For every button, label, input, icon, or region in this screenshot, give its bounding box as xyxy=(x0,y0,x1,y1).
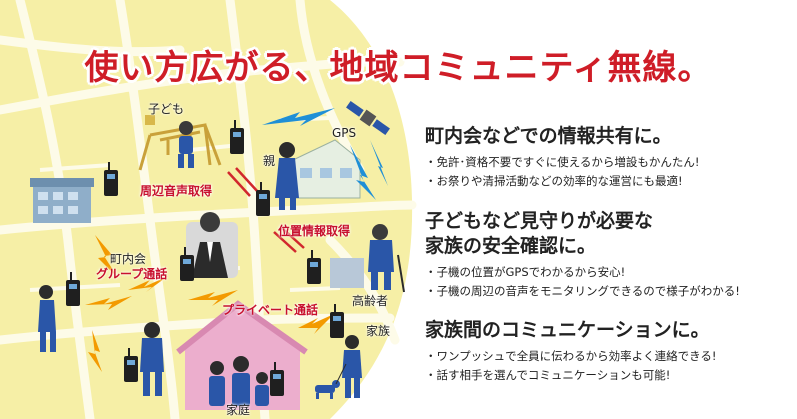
section-family-communication: 家族間のコミュニケーションに。 ワンプッシュで全員に伝わるから効率よく連絡できる… xyxy=(425,318,717,385)
label-family: 家族 xyxy=(366,324,391,338)
section-heading: 家族間のコミュニケーションに。 xyxy=(425,319,710,341)
bullet-item: 子機の位置がGPSでわかるから安心! xyxy=(425,263,740,282)
signal-bolts-orange xyxy=(85,235,334,372)
bullet-item: 話す相手を選んでコミュニケーションも可能! xyxy=(425,366,717,385)
parent-figure xyxy=(275,142,299,210)
section-safety-check: 子どもなど見守りが必要な 家族の安全確認に。 子機の位置がGPSでわかるから安心… xyxy=(425,209,740,301)
bullet-item: 免許･資格不要ですぐに使えるから増設もかんたん! xyxy=(425,153,700,172)
section-heading-line2: 家族の安全確認に。 xyxy=(425,235,597,257)
satellite-icon xyxy=(346,100,390,136)
community-building xyxy=(30,178,94,223)
bullet-item: 子機の周辺の音声をモニタリングできるので様子がわかる! xyxy=(425,282,740,301)
label-child: 子ども xyxy=(148,102,185,116)
dog-leash xyxy=(335,363,347,385)
child-figure xyxy=(178,121,194,168)
bullet-item: ワンプッシュで全員に伝わるから効率よく連絡できる! xyxy=(425,347,717,366)
walking-woman-figure xyxy=(38,285,56,352)
label-ambient-audio: 周辺音声取得 xyxy=(140,184,213,198)
section-heading: 町内会などでの情報共有に。 xyxy=(425,125,672,147)
playground-flag xyxy=(145,115,155,125)
page-title: 使い方広がる、地域コミュニティ無線。 xyxy=(84,48,713,88)
section-heading-line1: 子どもなど見守りが必要な xyxy=(425,210,654,232)
leader-figure xyxy=(186,212,238,278)
label-parent: 親 xyxy=(263,154,276,168)
section-info-sharing: 町内会などでの情報共有に。 免許･資格不要ですぐに使えるから増設もかんたん! お… xyxy=(425,124,700,191)
radio-screens xyxy=(69,132,341,379)
label-household: 家庭 xyxy=(226,403,251,417)
label-group-call: グループ通話 xyxy=(96,267,168,281)
label-neighborhood-assoc: 町内会 xyxy=(110,252,147,266)
signal-bolts-blue xyxy=(262,108,388,200)
label-location-info: 位置情報取得 xyxy=(278,224,351,238)
data-flow-arrows xyxy=(227,167,305,253)
label-private-call: プライベート通話 xyxy=(222,303,319,317)
man-figure xyxy=(140,322,164,396)
label-elderly: 高齢者 xyxy=(352,294,389,308)
label-gps: GPS xyxy=(332,126,357,140)
apartment-block xyxy=(330,258,364,288)
family-walking-figure xyxy=(342,335,362,398)
elderly-figure xyxy=(368,224,405,293)
bullet-item: お祭りや清掃活動などの効率的な運営にも最適! xyxy=(425,172,700,191)
